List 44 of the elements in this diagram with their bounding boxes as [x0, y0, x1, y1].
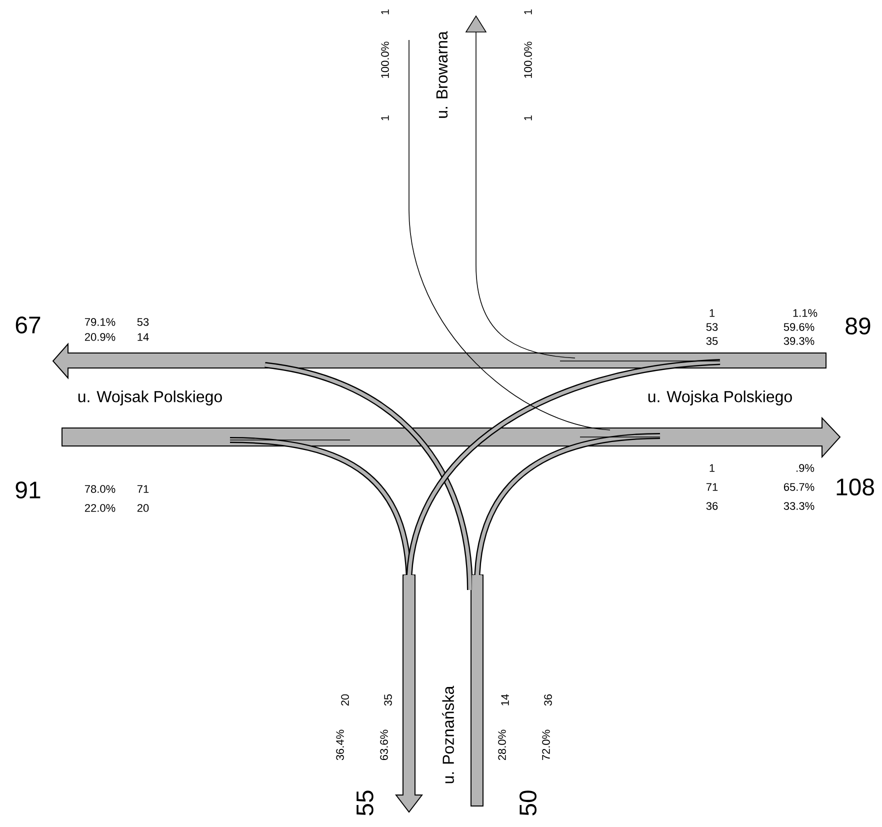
- flow-count: 1: [710, 309, 715, 317]
- flow-count: 53: [706, 323, 718, 331]
- flow-percentage: 65.7%: [784, 483, 814, 491]
- flow-percentage: 22.0%: [84, 504, 116, 512]
- flow-count: 71: [706, 483, 718, 491]
- flow-count: 14: [501, 694, 509, 706]
- flow-percentage: 63.6%: [380, 730, 388, 760]
- flow-percentage: 100.0%: [524, 42, 532, 78]
- flow-count: 20: [137, 504, 149, 512]
- total-count: 67: [16, 316, 40, 334]
- total-count: 50: [520, 790, 536, 816]
- flow-count: 1: [381, 9, 389, 14]
- street-name: u. Poznańska: [442, 686, 454, 784]
- flow-percentage: 78.0%: [84, 485, 116, 493]
- flow-percentage: 79.1%: [84, 318, 116, 326]
- flow-count: 35: [706, 337, 718, 345]
- flow-count: 1: [381, 115, 389, 120]
- flow-percentage: 33.3%: [784, 502, 814, 510]
- street-name: u. Browarna: [436, 31, 448, 118]
- total-count: 89: [846, 318, 870, 334]
- flow-count: 1: [524, 115, 532, 120]
- flow-count: 20: [341, 694, 349, 706]
- street-name: u. Wojska Polskiego: [648, 390, 792, 406]
- flow-count: 36: [706, 502, 718, 510]
- flow-count: 14: [138, 333, 149, 341]
- flow-percentage: 100.0%: [381, 42, 389, 78]
- flow-count: 35: [384, 694, 392, 706]
- flow-percentage: 28.0%: [498, 730, 506, 760]
- flow-percentage: 20.9%: [84, 333, 116, 341]
- total-count: 55: [356, 790, 374, 816]
- flow-percentage: 1.1%: [793, 309, 818, 317]
- flow-count: 53: [137, 318, 149, 326]
- flow-count: 71: [137, 485, 149, 493]
- flow-count: 1: [524, 9, 532, 14]
- total-count: 91: [16, 482, 40, 498]
- flow-percentage: 36.4%: [336, 730, 344, 760]
- street-name: u. Wojsak Polskiego: [78, 390, 222, 406]
- flow-percentage: 39.3%: [784, 337, 814, 345]
- flow-count: 1: [710, 464, 715, 472]
- flow-percentage: .9%: [796, 464, 814, 472]
- total-count: 108: [836, 478, 874, 496]
- flow-percentage: 59.6%: [784, 323, 814, 331]
- flow-percentage: 72.0%: [542, 730, 550, 760]
- flow-count: 36: [544, 694, 552, 706]
